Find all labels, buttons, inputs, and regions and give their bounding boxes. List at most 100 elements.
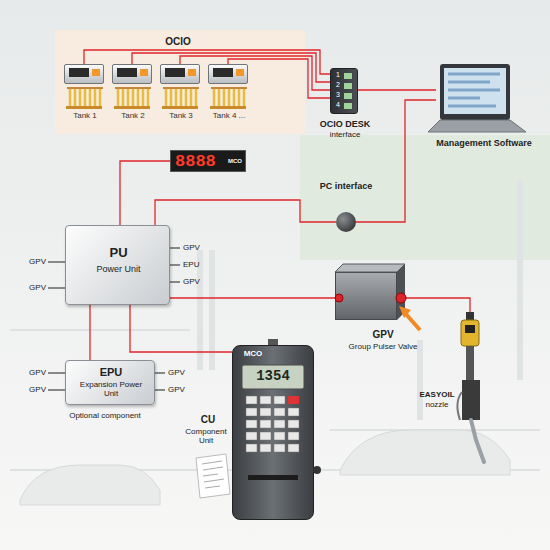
signal-wire (170, 297, 335, 298)
node-subtitle: Group Pulser Valve (348, 342, 418, 351)
ocio-screen (165, 68, 185, 77)
gauge-rod (118, 88, 148, 106)
ocio-led (92, 69, 100, 76)
node-subtitle: Expansion Power Unit (74, 380, 148, 398)
node-title: PU (66, 246, 171, 261)
port-name: GPV (18, 368, 46, 377)
tank-monitor: Tank 4 ... (208, 64, 248, 84)
gauge-base (66, 106, 102, 109)
cu-antenna (268, 339, 278, 345)
gauge-base (210, 106, 246, 109)
tank-name: Tank 2 (108, 111, 158, 120)
cu-knob (313, 466, 321, 474)
node-title: CU (185, 414, 231, 426)
nozzle-meter (461, 320, 479, 346)
flow-arrow (405, 313, 420, 330)
desk-port (344, 93, 352, 99)
display-digits: 8888 (175, 152, 225, 172)
tank-name: Tank 4 ... (204, 111, 254, 120)
ocio-screen (213, 68, 233, 77)
cu-print-slot (248, 475, 298, 480)
pc-interface-circle: PC interface (336, 212, 356, 232)
desk-port (344, 103, 352, 109)
brand-mark: MCO (225, 158, 245, 165)
flow-arrowhead (399, 306, 411, 318)
desk-port (344, 73, 352, 79)
port-name: GPV (18, 257, 46, 266)
port-number: 4 (333, 101, 343, 109)
nozzle-fitting (466, 312, 474, 320)
port-name: GPV (183, 243, 213, 252)
ocio-led (188, 69, 196, 76)
meter-window (465, 325, 475, 333)
valve-top (335, 264, 405, 272)
port-number: 2 (333, 81, 343, 89)
tank-name: Tank 3 (156, 111, 206, 120)
tank-name: Tank 1 (60, 111, 110, 120)
signal-wire (120, 161, 170, 225)
power-unit-box: PU Power Unit (65, 225, 170, 305)
laptop-frame (440, 64, 510, 120)
laptop-base (428, 120, 526, 132)
port-number: 3 (333, 91, 343, 99)
ocio-panel (55, 30, 305, 134)
gauge-rod (214, 88, 244, 106)
node-subtitle: nozzle (414, 400, 460, 409)
tank-monitor: Tank 2 (112, 64, 152, 84)
signal-wire (356, 100, 436, 222)
expansion-unit-box: EPUExpansion Power Unit (65, 360, 155, 405)
tank-gauge (66, 88, 103, 109)
node-subtitle: Power Unit (66, 264, 171, 274)
gauge-cap (115, 87, 151, 89)
gauge-rod (166, 88, 196, 106)
gauge-base (114, 106, 150, 109)
cu-red-key (288, 396, 299, 404)
node-subtitle: interface (306, 130, 384, 139)
port-name: GPV (18, 283, 46, 292)
receipt-paper (196, 454, 230, 498)
port-name: EPU (183, 260, 213, 269)
cu-screen (242, 365, 304, 389)
node-title: EASYOIL (414, 390, 460, 399)
screen-content (448, 74, 500, 106)
node-subtitle: Component Unit (181, 427, 231, 445)
note: Optional component (55, 411, 155, 420)
tank-monitor: Tank 3 (160, 64, 200, 84)
nozzle-shaft (466, 346, 474, 380)
ocio-led (140, 69, 148, 76)
gauge-cap (163, 87, 199, 89)
office-zone (300, 135, 550, 260)
gauge-cap (67, 87, 103, 89)
car-silhouette (340, 430, 510, 475)
port-name: GPV (168, 368, 198, 377)
nozzle: EASYOILnozzle (458, 312, 482, 462)
gauge-rod (70, 88, 100, 106)
valve-side (397, 264, 405, 320)
valve-outlet (396, 293, 406, 303)
tank-gauge (162, 88, 199, 109)
ocio-screen (69, 68, 89, 77)
led-display: 8888MCO (170, 150, 246, 172)
ocio-screen (117, 68, 137, 77)
node-title: PC interface (316, 181, 376, 191)
signal-wire (397, 298, 470, 312)
receipt-lines (202, 461, 224, 488)
nozzle-trigger (457, 392, 462, 420)
gauge-base (162, 106, 198, 109)
group-title: OCIO (150, 36, 206, 48)
node-title: GPV (348, 329, 418, 341)
signal-wire (89, 305, 90, 360)
valve-block: GPVGroup Pulser Valve (335, 272, 397, 320)
desk-interface: OCIO DESKinterface (330, 68, 358, 114)
car-silhouette (20, 465, 160, 505)
cu-keypad (246, 396, 299, 452)
signal-wire (130, 305, 232, 352)
node-title: EPU (66, 366, 156, 379)
port-name: GPV (168, 385, 198, 394)
port-number: 1 (333, 71, 343, 79)
signal-wire (155, 200, 336, 225)
nozzle-handle (462, 380, 480, 420)
signal-wire (358, 89, 436, 90)
port-name: GPV (18, 385, 46, 394)
